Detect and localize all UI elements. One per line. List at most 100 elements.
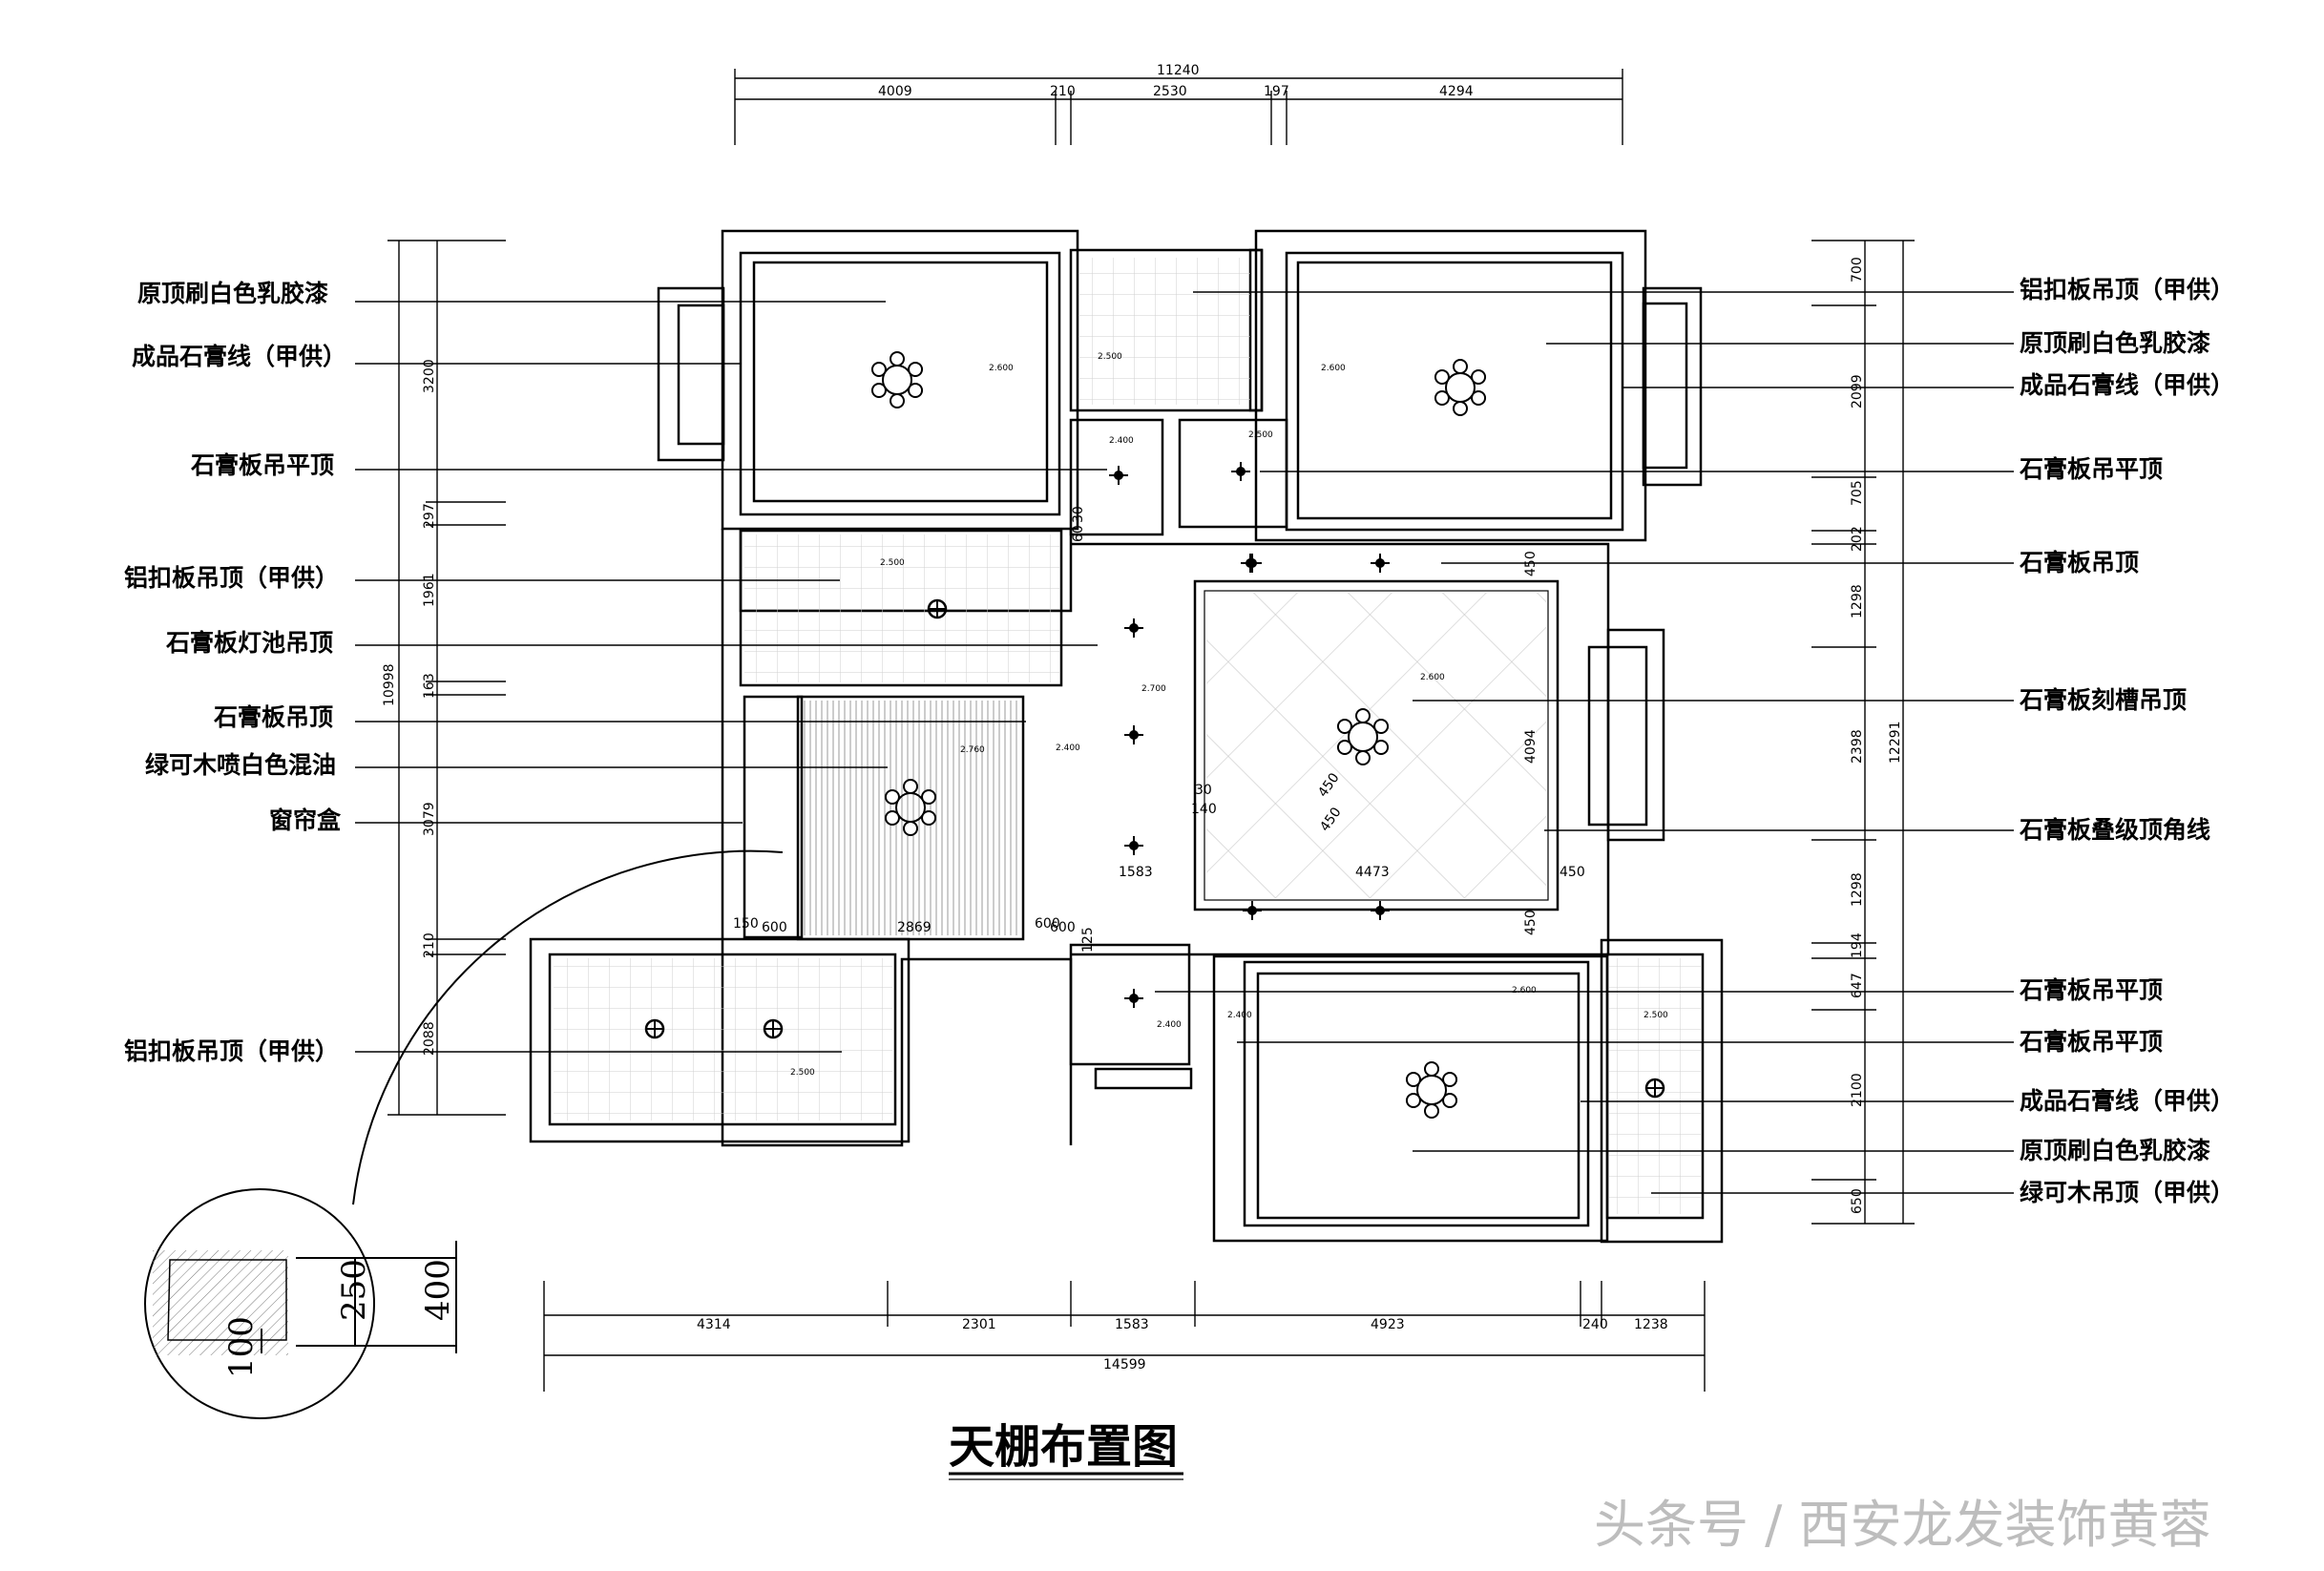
detail-dim-100: 100 bbox=[222, 1316, 261, 1378]
right-dim-7: 1298 bbox=[1850, 872, 1865, 907]
left-annotation-labels: 原顶刷白色乳胶漆 成品石膏线（甲供） 石膏板吊平顶 铝扣板吊顶（甲供） 石膏板灯… bbox=[124, 280, 346, 1065]
left-dim-6: 210 bbox=[422, 932, 437, 958]
interior-dim-11: 450 bbox=[1523, 551, 1539, 576]
left-dim-3: 1961 bbox=[422, 573, 437, 607]
chandelier-fixtures bbox=[870, 351, 1487, 1119]
spot-light-icon bbox=[1231, 462, 1250, 481]
elevation-10: 2.760 bbox=[960, 745, 985, 755]
interior-dimension-text: 30 60 1583 4473 450 600 150 600 2869 600… bbox=[733, 506, 1585, 953]
top-dimension-text: 11240 4009 210 2530 197 4294 bbox=[878, 63, 1474, 99]
spot-light-icon bbox=[1124, 989, 1143, 1008]
leader-lines bbox=[355, 291, 2014, 1194]
spot-light-icon bbox=[1124, 618, 1143, 638]
interior-dim-9: 2869 bbox=[897, 920, 932, 935]
elevation-15: 2.500 bbox=[790, 1068, 815, 1078]
drawing-title: 天棚布置图 bbox=[949, 1420, 1178, 1474]
bottom-dim-5: 240 bbox=[1582, 1317, 1608, 1332]
bottom-dim-total: 14599 bbox=[1103, 1357, 1146, 1372]
ceiling-fan-icon bbox=[1644, 1078, 1665, 1099]
left-label-4: 铝扣板吊顶（甲供） bbox=[124, 564, 339, 592]
interior-dim-18: 125 bbox=[1080, 927, 1096, 953]
elevation-12: 2.400 bbox=[1227, 1011, 1252, 1020]
elevation-3: 2.600 bbox=[1321, 364, 1346, 373]
spot-light-icon bbox=[1371, 554, 1390, 573]
ceiling-fan-icon bbox=[763, 1018, 784, 1039]
watermark: 头条号 / 西安龙发装饰黄蓉 bbox=[1594, 1495, 2211, 1555]
elevation-9: 2.400 bbox=[1056, 744, 1080, 753]
ceiling-elevation-marks: 2.600 2.500 2.600 2.400 2.500 2.500 2.70… bbox=[790, 352, 1668, 1078]
detail-dim-250: 250 bbox=[335, 1259, 373, 1321]
right-dim-11: 650 bbox=[1850, 1188, 1865, 1214]
chandelier-icon bbox=[1336, 708, 1390, 765]
left-label-8: 窗帘盒 bbox=[269, 806, 342, 834]
right-dim-total: 12291 bbox=[1888, 721, 1903, 764]
spot-light-icon bbox=[1109, 466, 1128, 485]
left-dim-4: 163 bbox=[422, 673, 437, 699]
elevation-2: 2.500 bbox=[1098, 352, 1122, 362]
right-label-1: 铝扣板吊顶（甲供） bbox=[2020, 276, 2234, 304]
detail-dim-400: 400 bbox=[419, 1259, 457, 1321]
right-annotation-labels: 铝扣板吊顶（甲供） 原顶刷白色乳胶漆 成品石膏线（甲供） 石膏板吊平顶 石膏板吊… bbox=[2019, 276, 2234, 1206]
left-label-7: 绿可木喷白色混油 bbox=[145, 751, 336, 779]
right-dim-9: 647 bbox=[1850, 973, 1865, 998]
right-dim-2: 2099 bbox=[1850, 374, 1865, 408]
bottom-dim-1: 4314 bbox=[697, 1317, 731, 1332]
right-dim-3: 705 bbox=[1850, 480, 1865, 506]
right-label-7: 石膏板叠级顶角线 bbox=[2019, 816, 2210, 844]
left-dim-2: 297 bbox=[422, 503, 437, 529]
walls bbox=[529, 229, 1724, 1244]
detail-dimension-text: 250 400 100 bbox=[222, 1259, 457, 1378]
spot-lights bbox=[644, 462, 1665, 1099]
right-dim-5: 1298 bbox=[1850, 584, 1865, 618]
right-label-10: 成品石膏线（甲供） bbox=[2020, 1087, 2234, 1115]
top-dim-5: 4294 bbox=[1439, 84, 1474, 99]
ceiling-fan-icon bbox=[927, 598, 948, 619]
spot-light-icon bbox=[1243, 901, 1262, 920]
left-label-5: 石膏板灯池吊顶 bbox=[165, 629, 333, 657]
interior-dim-2: 60 bbox=[1071, 525, 1086, 542]
right-dimension-text: 700 2099 705 202 1298 2398 1298 194 647 … bbox=[1850, 257, 1903, 1214]
right-label-5: 石膏板吊顶 bbox=[2019, 549, 2139, 576]
elevation-6: 2.500 bbox=[880, 558, 905, 568]
elevation-5: 2.500 bbox=[1248, 430, 1273, 440]
left-label-6: 石膏板吊顶 bbox=[213, 703, 333, 731]
bottom-dim-6: 1238 bbox=[1634, 1317, 1668, 1332]
elevation-11: 2.600 bbox=[1512, 986, 1537, 995]
top-dim-2: 210 bbox=[1050, 84, 1076, 99]
top-dim-4: 197 bbox=[1264, 84, 1289, 99]
interior-dim-6: 600 bbox=[1035, 916, 1060, 932]
top-dim-total: 11240 bbox=[1157, 63, 1200, 78]
right-label-11: 原顶刷白色乳胶漆 bbox=[2020, 1137, 2210, 1164]
interior-dim-3: 1583 bbox=[1119, 865, 1153, 880]
chandelier-icon bbox=[884, 779, 937, 836]
left-label-9: 铝扣板吊顶（甲供） bbox=[124, 1037, 339, 1065]
left-dim-5: 3079 bbox=[422, 802, 437, 836]
right-label-6: 石膏板刻槽吊顶 bbox=[2019, 686, 2187, 714]
spot-light-icon bbox=[1243, 554, 1262, 573]
right-dim-6: 2398 bbox=[1850, 729, 1865, 764]
spot-light-icon bbox=[1371, 901, 1390, 920]
right-label-9: 石膏板吊平顶 bbox=[2019, 1028, 2163, 1056]
right-label-4: 石膏板吊平顶 bbox=[2019, 455, 2163, 483]
interior-dim-7: 150 bbox=[733, 916, 759, 932]
bottom-dimension-text: 4314 2301 1583 4923 240 1238 14599 bbox=[697, 1317, 1668, 1372]
right-label-2: 原顶刷白色乳胶漆 bbox=[2020, 329, 2210, 357]
ceiling-fan-icon bbox=[644, 1018, 665, 1039]
left-label-1: 原顶刷白色乳胶漆 bbox=[137, 280, 328, 307]
top-dim-3: 2530 bbox=[1153, 84, 1187, 99]
right-dim-8: 194 bbox=[1850, 932, 1865, 958]
interior-dim-8: 600 bbox=[762, 920, 787, 935]
right-label-8: 石膏板吊平顶 bbox=[2019, 976, 2163, 1004]
chandelier-icon bbox=[1405, 1061, 1458, 1119]
elevation-14: 2.500 bbox=[1644, 1011, 1668, 1020]
elevation-13: 2.400 bbox=[1157, 1020, 1182, 1030]
interior-dim-4: 4473 bbox=[1355, 865, 1390, 880]
detail-callout bbox=[144, 849, 784, 1419]
elevation-8: 2.600 bbox=[1420, 673, 1445, 682]
interior-dim-14: 30 bbox=[1195, 783, 1212, 798]
interior-dim-12: 450 bbox=[1523, 910, 1539, 935]
chandelier-icon bbox=[1434, 359, 1487, 416]
left-label-2: 成品石膏线（甲供） bbox=[132, 343, 346, 370]
